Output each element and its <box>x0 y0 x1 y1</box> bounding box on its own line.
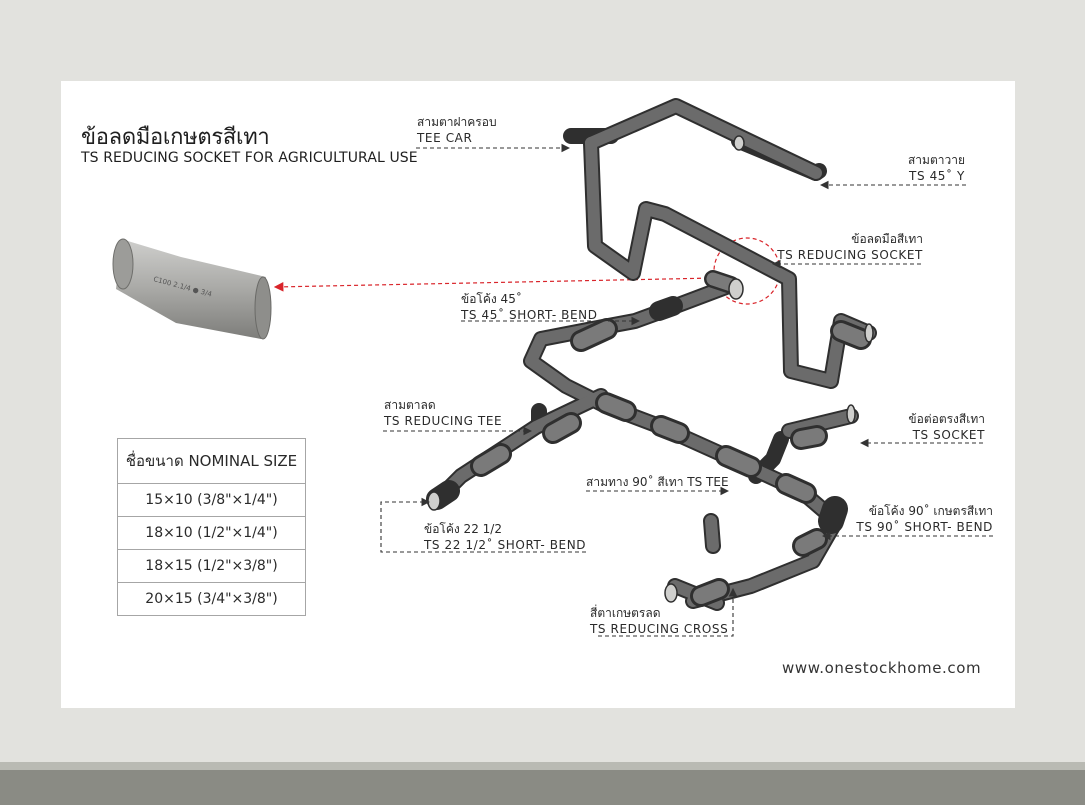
size-row: 20×15 (3/4"×3/8") <box>117 582 306 616</box>
reducing-socket-photo: C100 2.1/4 ● 3/4 <box>112 238 272 340</box>
label-reducing-cross: สี่ตาเกษตรลด TS REDUCING CROSS <box>590 606 729 636</box>
label-reducing-tee: สามตาลด TS REDUCING TEE <box>384 398 503 428</box>
leader-lines <box>380 143 993 637</box>
label-22-short-bend: ข้อโค้ง 22 1/2 TS 22 1/2˚ SHORT- BEND <box>424 522 587 552</box>
label-90-short-bend: ข้อโค้ง 90˚ เกษตรสีเทา TS 90˚ SHORT- BEN… <box>856 504 993 534</box>
label-socket: ข้อต่อตรงสีเทา TS SOCKET <box>908 412 985 442</box>
pipe-network <box>426 98 877 611</box>
label-tee-90: สามทาง 90˚ สีเทา TS TEE <box>586 475 729 489</box>
size-row: 18×10 (1/2"×1/4") <box>117 516 306 550</box>
page-title-thai: ข้อลดมือเกษตรสีเทา <box>81 125 270 150</box>
website-url: www.onestockhome.com <box>782 659 982 677</box>
nominal-size-table: ชื่อขนาด NOMINAL SIZE 15×10 (3/8"×1/4") … <box>117 438 306 616</box>
page-title-english: TS REDUCING SOCKET FOR AGRICULTURAL USE <box>81 150 418 166</box>
size-row: 18×15 (1/2"×3/8") <box>117 549 306 583</box>
label-reducing-socket: ข้อลดมือสีเทา TS REDUCING SOCKET <box>777 232 923 262</box>
pipe-diagram: C100 2.1/4 ● 3/4 <box>112 98 993 637</box>
label-45-short-bend: ข้อโค้ง 45˚ TS 45˚ SHORT- BEND <box>461 292 598 322</box>
size-table-header: ชื่อขนาด NOMINAL SIZE <box>117 438 306 484</box>
label-tee-car: สามตาฝาครอบ TEE CAR <box>417 115 497 145</box>
bottom-bar <box>0 762 1085 805</box>
size-row: 15×10 (3/8"×1/4") <box>117 483 306 517</box>
diagram-canvas: C100 2.1/4 ● 3/4 <box>61 81 1015 708</box>
label-ts-45-y: สามตาวาย TS 45˚ Y <box>907 153 965 183</box>
